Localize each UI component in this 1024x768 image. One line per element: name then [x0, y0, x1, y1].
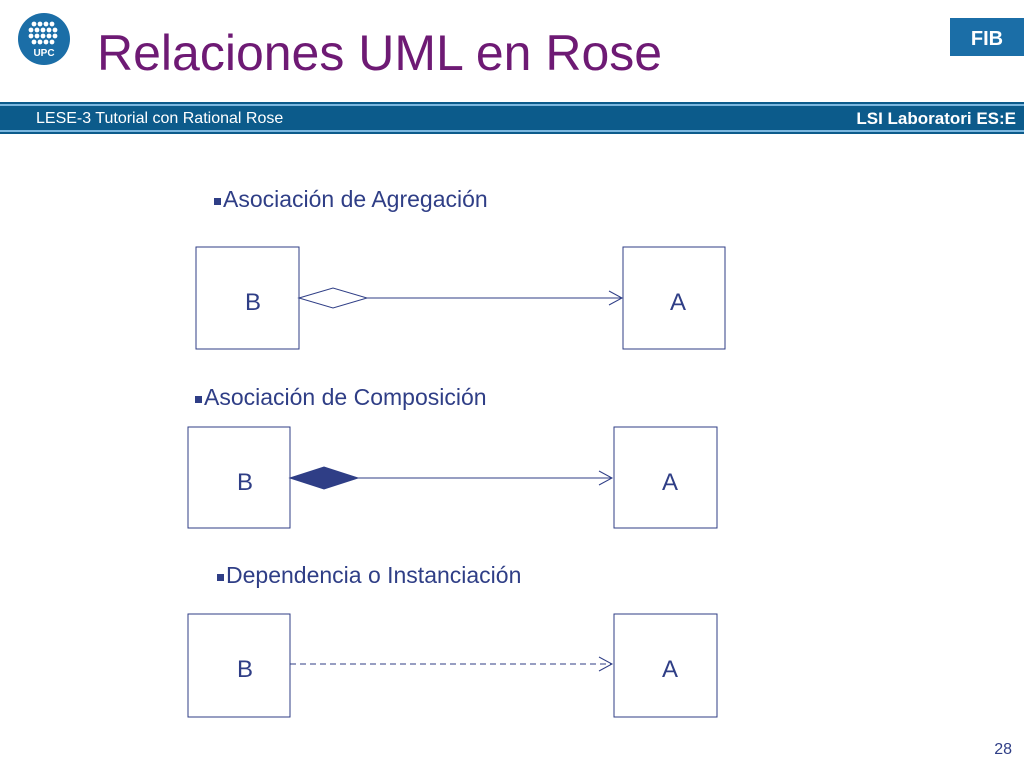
- heading-composition: Asociación de Composición: [195, 386, 487, 409]
- class-box-a: [613, 426, 718, 529]
- class-box-b: [187, 426, 291, 529]
- bullet-icon: [195, 396, 202, 403]
- header-banner: LESE-3 Tutorial con Rational Rose LSI La…: [0, 102, 1024, 134]
- heading-aggregation-text: Asociación de Agregación: [223, 186, 488, 212]
- upc-logo: UPC: [18, 13, 70, 65]
- composition-diagram: B A: [187, 426, 718, 529]
- class-label-b: B: [237, 656, 253, 683]
- open-arrow-icon: [598, 470, 614, 486]
- heading-dependency: Dependencia o Instanciación: [217, 564, 521, 587]
- bullet-icon: [214, 198, 221, 205]
- heading-dependency-text: Dependencia o Instanciación: [226, 562, 522, 588]
- banner-lab-label: LSI Laboratori ES:E: [856, 109, 1016, 128]
- bullet-icon: [217, 574, 224, 581]
- aggregation-diagram: B A: [195, 246, 726, 350]
- class-label-a: A: [670, 289, 686, 316]
- dependency-diagram: B A: [187, 613, 718, 718]
- page-number: 28: [994, 741, 1012, 758]
- class-label-b: B: [245, 289, 261, 316]
- class-box-b: [187, 613, 291, 718]
- class-label-b: B: [237, 469, 253, 496]
- filled-diamond-icon: [288, 466, 360, 490]
- class-label-a: A: [662, 656, 678, 683]
- open-arrow-icon: [598, 656, 614, 672]
- class-label-a: A: [662, 469, 678, 496]
- class-box-a: [613, 613, 718, 718]
- fib-logo: FIB: [950, 18, 1024, 56]
- upc-logo-text: UPC: [33, 48, 54, 59]
- slide-title: Relaciones UML en Rose: [97, 25, 663, 81]
- open-arrow-icon: [608, 290, 624, 306]
- hollow-diamond-icon: [297, 287, 369, 309]
- heading-composition-text: Asociación de Composición: [204, 384, 487, 410]
- fib-logo-text: FIB: [971, 28, 1003, 50]
- heading-aggregation: Asociación de Agregación: [214, 188, 488, 211]
- banner-subtitle: LESE-3 Tutorial con Rational Rose: [36, 110, 284, 127]
